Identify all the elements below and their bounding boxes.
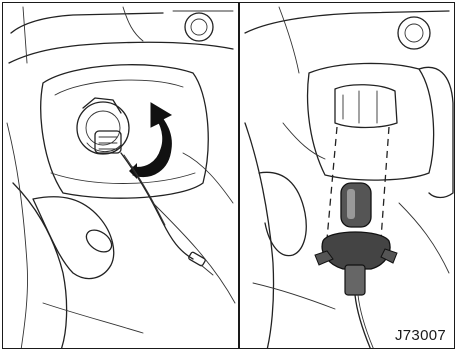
guide-line-right [381,127,389,239]
right-panel-bulb-removed [239,3,456,348]
guide-line-left [327,127,337,239]
left-illustration [3,3,239,348]
bulb-icon [315,183,397,348]
figure-code: J73007 [395,327,446,344]
left-panel-bulb-twist [3,3,239,348]
twist-arrow-icon [133,103,171,177]
right-illustration [239,3,456,348]
illustration-frame: J73007 [2,2,455,349]
